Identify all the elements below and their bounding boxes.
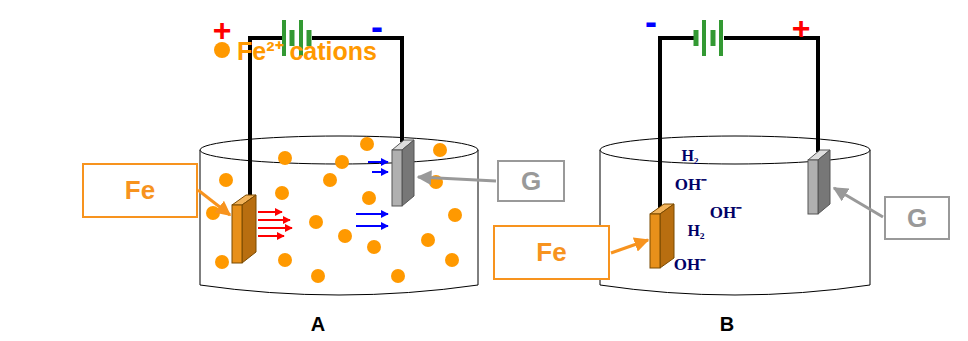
electrode-label: Fe xyxy=(125,175,155,206)
gas-formula: H₂ xyxy=(687,222,704,240)
inert-electrode xyxy=(392,140,414,206)
label-box: G xyxy=(497,160,565,202)
iron-electrode xyxy=(232,195,256,263)
inert-electrode xyxy=(808,150,830,214)
electron-flow-arrow xyxy=(356,162,388,226)
beaker xyxy=(200,136,478,295)
iron-electrode xyxy=(650,204,674,268)
label-box: G xyxy=(884,196,950,240)
electrode-label: Fe xyxy=(536,237,566,268)
electrode-label: G xyxy=(521,166,541,197)
ion-formula: OH⁻ xyxy=(675,172,707,195)
gas-formula: H₂ xyxy=(681,147,698,165)
cation-dot xyxy=(206,137,462,283)
panel-letter: A xyxy=(311,313,325,336)
label-box: Fe xyxy=(493,225,610,280)
legend-swatch xyxy=(214,42,230,58)
battery-symbol xyxy=(696,20,721,56)
legend-text: Fe²⁺ cations xyxy=(237,33,377,67)
ion-flow-arrow xyxy=(258,212,292,236)
panel-letter: B xyxy=(720,313,734,336)
ion-formula: OH⁻ xyxy=(674,252,706,275)
electrode-label: G xyxy=(907,203,927,234)
ion-formula: OH⁻ xyxy=(710,200,742,223)
label-box: Fe xyxy=(82,163,198,218)
beaker xyxy=(600,136,870,295)
polarity-sign: - xyxy=(645,1,657,43)
polarity-sign: + xyxy=(792,10,811,47)
